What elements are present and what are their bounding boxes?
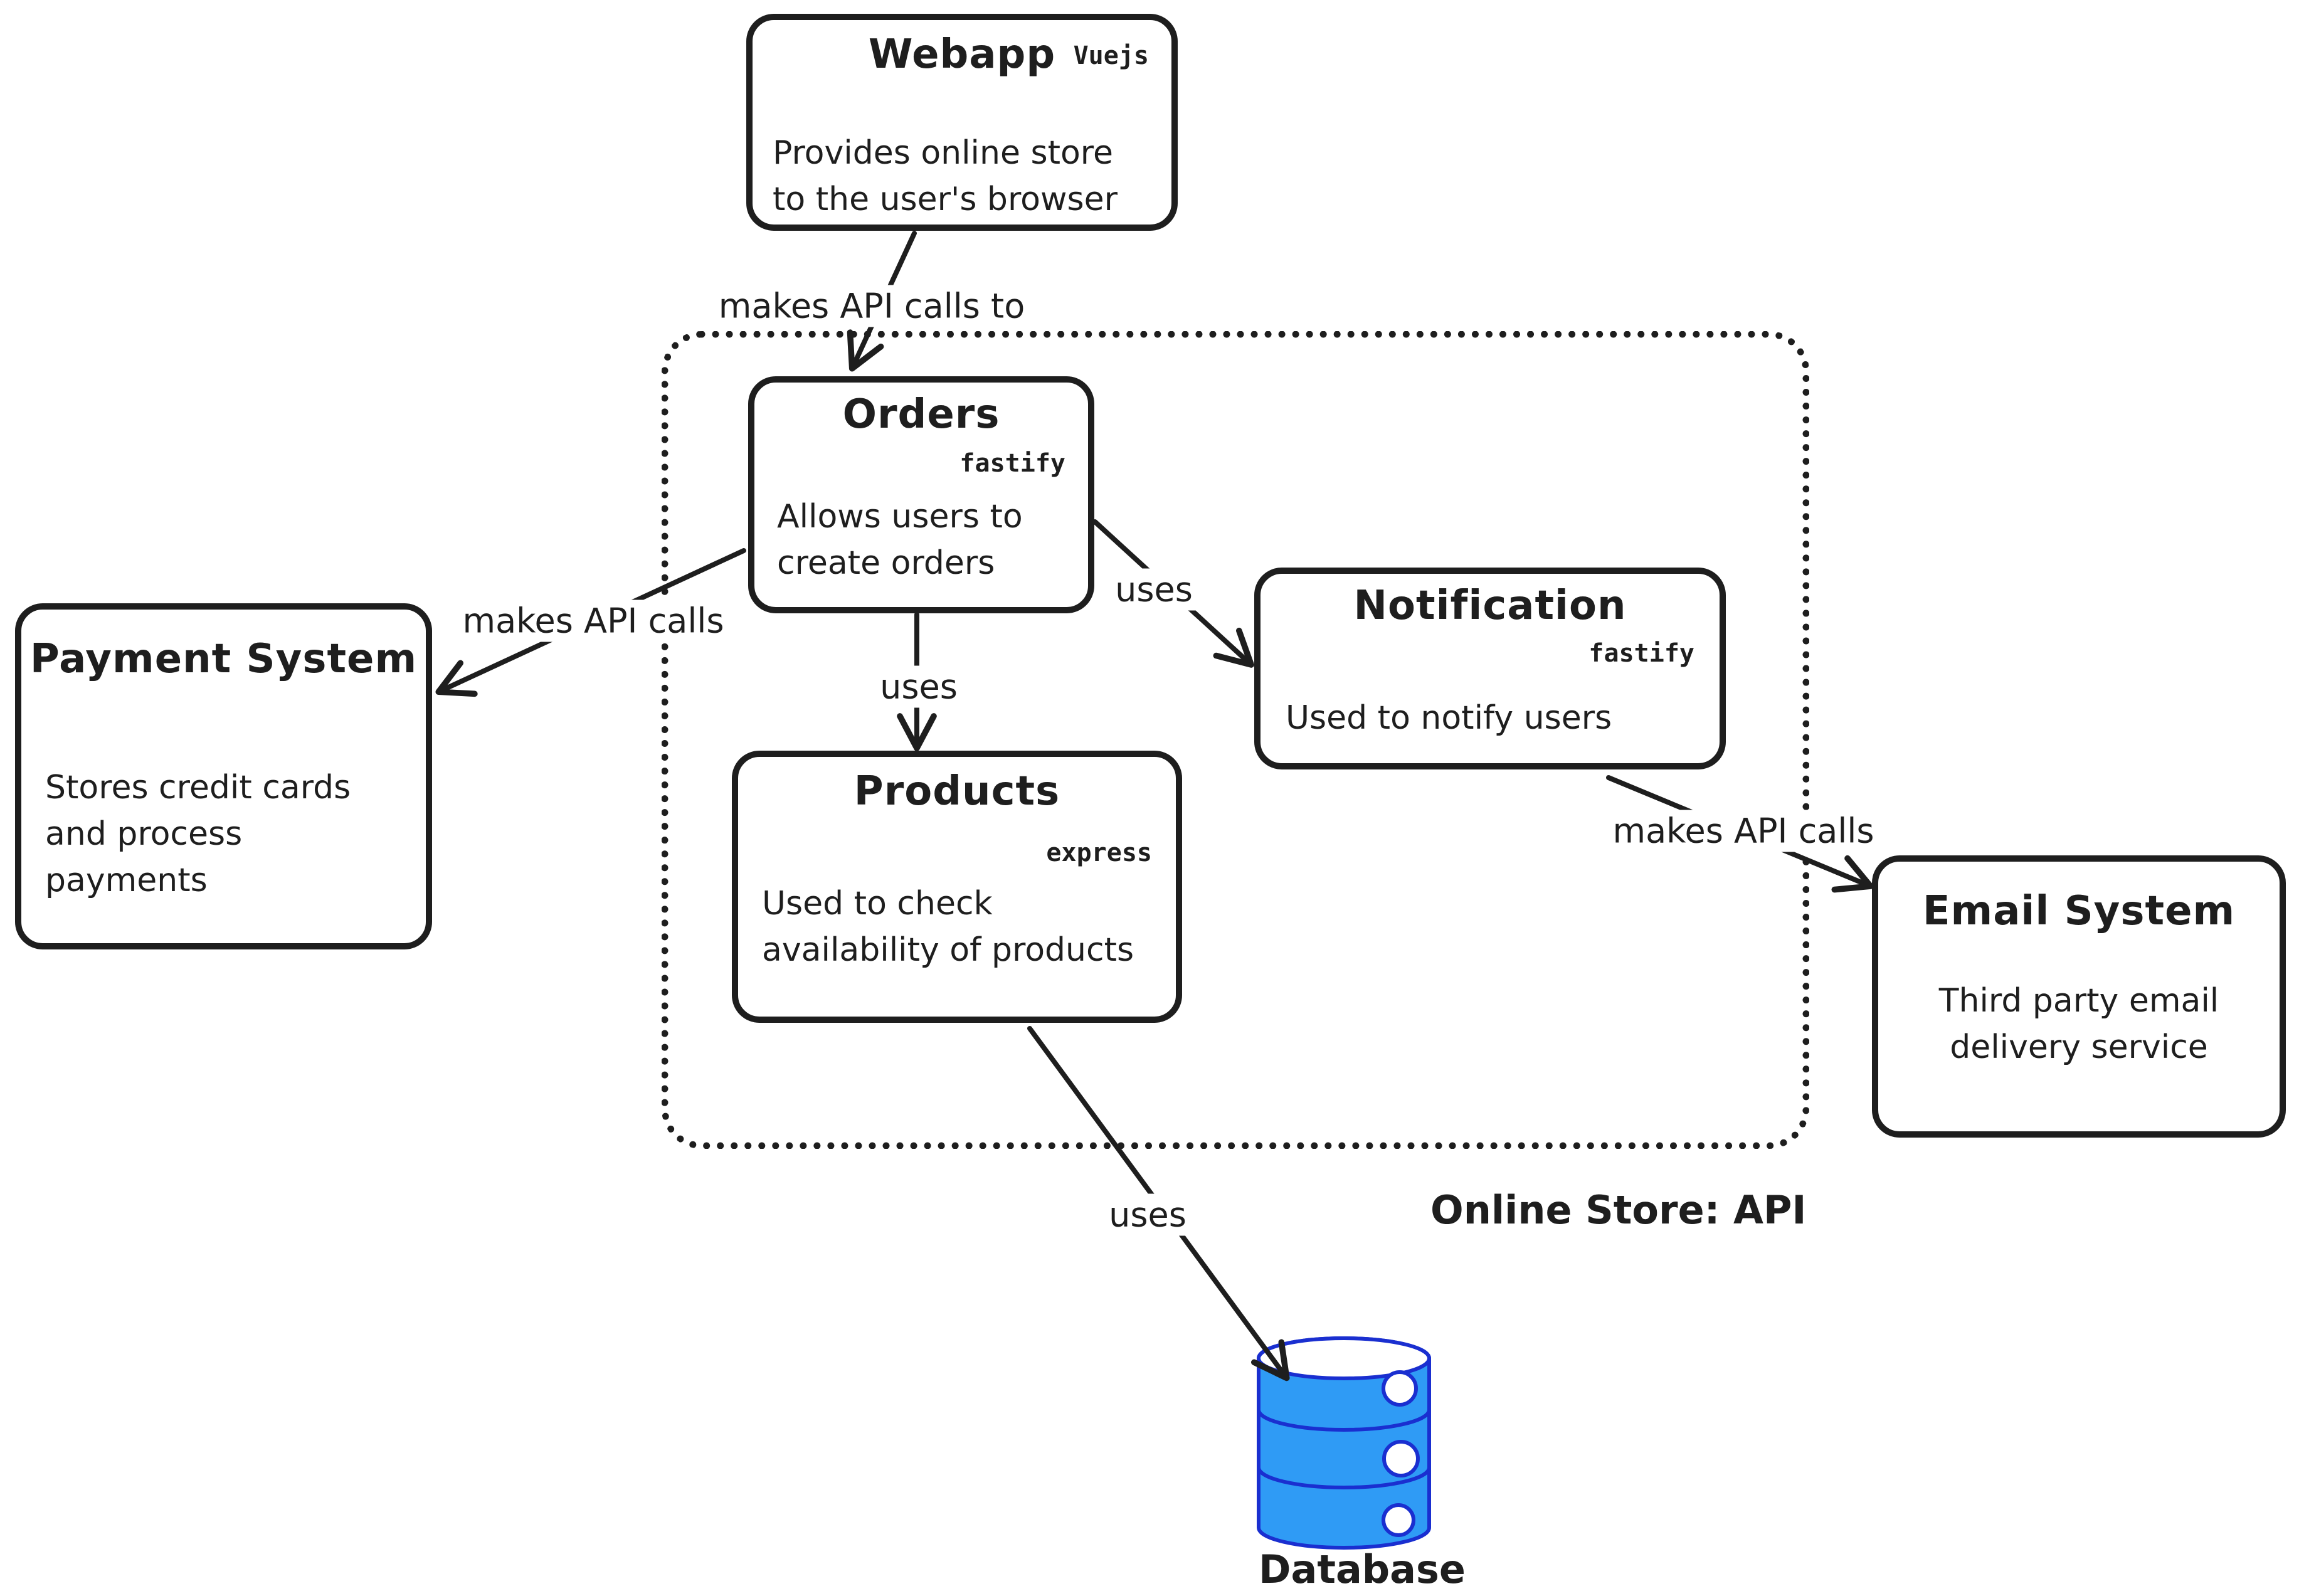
node-description: Stores credit cards and process payments [45,765,351,904]
database-hole-2 [1382,1440,1420,1477]
desc-line: to the user's browser [773,180,1118,218]
tech-label: fastify [959,449,1065,478]
node-email-system[interactable]: Email System Third party email delivery … [1872,855,2286,1138]
desc-line: Stores credit cards [45,769,351,806]
edge-label-notification-email: makes API calls [1604,810,1883,852]
desc-line: availability of products [762,931,1134,969]
edge-label-orders-notification: uses [1106,568,1202,611]
desc-line: Allows users to [777,498,1023,536]
tech-label: fastify [1588,639,1694,668]
edge-label-orders-payment: makes API calls [453,600,733,642]
node-description: Third party email delivery service [1891,978,2267,1071]
desc-line: delivery service [1950,1028,2208,1066]
node-title: Email System [1922,888,2236,934]
database-hole-3 [1382,1503,1415,1537]
node-payment-system[interactable]: Payment System Stores credit cards and p… [15,603,432,949]
database-hole-1 [1382,1370,1418,1407]
database-label: Database [1259,1546,1466,1592]
node-description: Provides online store to the user's brow… [773,130,1118,223]
node-description: Allows users to create orders [777,494,1023,587]
node-description: Used to notify users [1286,695,1612,742]
online-store-api-boundary[interactable] [662,331,1809,1149]
desc-line: Used to check [762,885,993,922]
online-store-api-label: Online Store: API [1430,1187,1807,1233]
node-webapp[interactable]: Webapp Vuejs Provides online store to th… [746,14,1178,231]
edge-label-webapp-orders: makes API calls to [709,285,1034,327]
node-title: Products [854,768,1060,815]
edge-label-products-database: uses [1100,1193,1195,1236]
node-title: Payment System [29,636,418,682]
desc-line: and process [45,815,243,853]
database-band-1 [1257,1409,1431,1432]
node-description: Used to check availability of products [762,881,1134,974]
desc-line: payments [45,861,208,899]
node-orders[interactable]: Orders fastify Allows users to create or… [748,376,1094,613]
database-icon[interactable] [1257,1336,1431,1550]
node-products[interactable]: Products express Used to check availabil… [732,751,1182,1023]
tech-label: express [1046,838,1152,867]
tech-label: Vuejs [1073,41,1149,70]
node-notification[interactable]: Notification fastify Used to notify user… [1254,568,1726,769]
database-band-2 [1257,1467,1431,1489]
desc-line: create orders [777,544,995,582]
desc-line: Third party email [1938,982,2219,1020]
edge-label-orders-products: uses [871,665,966,708]
desc-line: Used to notify users [1286,699,1612,737]
node-title: Webapp [868,31,1056,78]
desc-line: Provides online store [773,134,1114,172]
node-title: Orders [842,391,1000,438]
node-title: Notification [1353,583,1627,629]
